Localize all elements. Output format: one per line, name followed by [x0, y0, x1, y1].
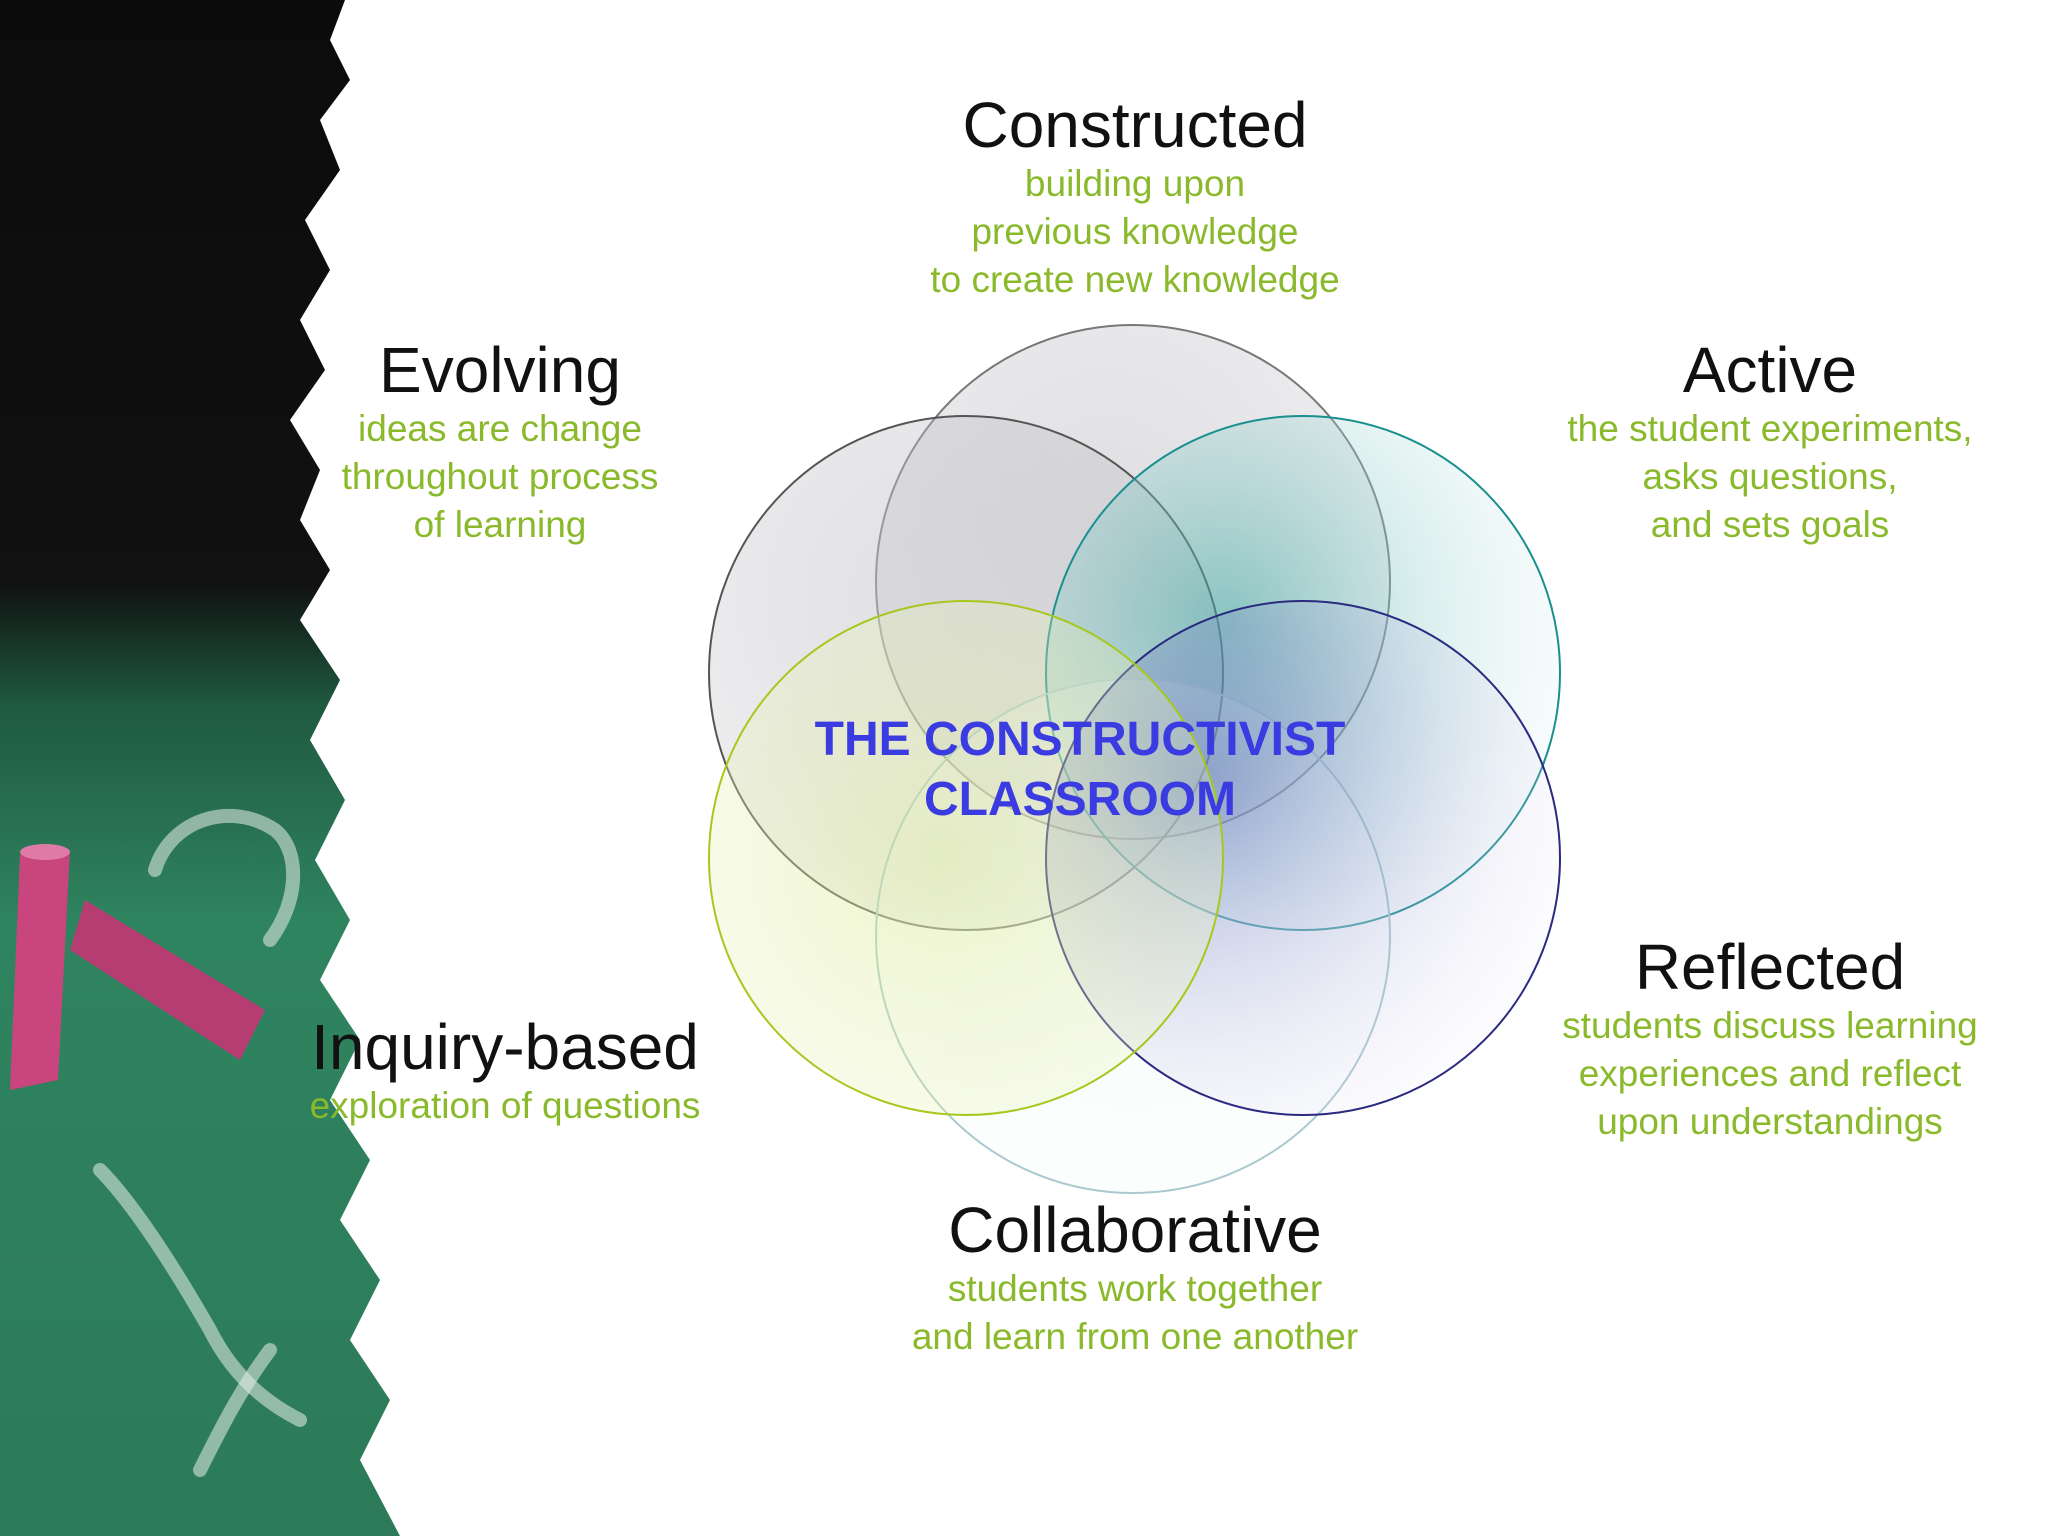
label-constructed: Constructed building upon previous knowl… — [860, 90, 1410, 304]
chalk-scribbles — [93, 809, 307, 1477]
label-reflected-desc-3: upon understandings — [1597, 1101, 1943, 1142]
label-reflected-desc-1: students discuss learning — [1562, 1005, 1978, 1046]
chalkboard-shape — [0, 0, 400, 1536]
label-active-desc-1: the student experiments, — [1567, 408, 1973, 449]
label-evolving-desc-3: of learning — [413, 504, 587, 545]
center-title-line1: THE CONSTRUCTIVIST — [814, 713, 1346, 766]
label-active: Active the student experiments, asks que… — [1520, 335, 2020, 549]
label-reflected-title: Reflected — [1634, 931, 1906, 1003]
circle-inquiry-based — [708, 600, 1224, 1116]
label-active-desc-3: and sets goals — [1650, 504, 1890, 545]
label-constructed-desc-2: previous knowledge — [971, 211, 1299, 252]
label-constructed-title: Constructed — [962, 89, 1308, 161]
label-constructed-desc-3: to create new knowledge — [930, 259, 1340, 300]
label-evolving: Evolving ideas are change throughout pro… — [300, 335, 700, 549]
label-active-title: Active — [1682, 334, 1858, 406]
label-inquiry-based-desc-1: exploration of questions — [309, 1085, 701, 1126]
label-constructed-desc-1: building upon — [1024, 163, 1246, 204]
label-reflected: Reflected students discuss learning expe… — [1520, 932, 2020, 1146]
chalk-sticks — [10, 844, 265, 1090]
label-collaborative-desc-2: and learn from one another — [911, 1316, 1359, 1357]
center-title: THE CONSTRUCTIVIST CLASSROOM — [700, 710, 1460, 830]
center-title-line2: CLASSROOM — [924, 773, 1236, 826]
label-evolving-title: Evolving — [379, 334, 621, 406]
label-collaborative-desc-1: students work together — [947, 1268, 1323, 1309]
label-collaborative-title: Collaborative — [948, 1194, 1322, 1266]
label-inquiry-based: Inquiry-based exploration of questions — [270, 1012, 740, 1130]
label-active-desc-2: asks questions, — [1642, 456, 1898, 497]
label-collaborative: Collaborative students work together and… — [860, 1195, 1410, 1361]
label-inquiry-based-title: Inquiry-based — [311, 1011, 699, 1083]
label-reflected-desc-2: experiences and reflect — [1578, 1053, 1962, 1094]
label-evolving-desc-2: throughout process — [341, 456, 659, 497]
label-evolving-desc-1: ideas are change — [358, 408, 642, 449]
